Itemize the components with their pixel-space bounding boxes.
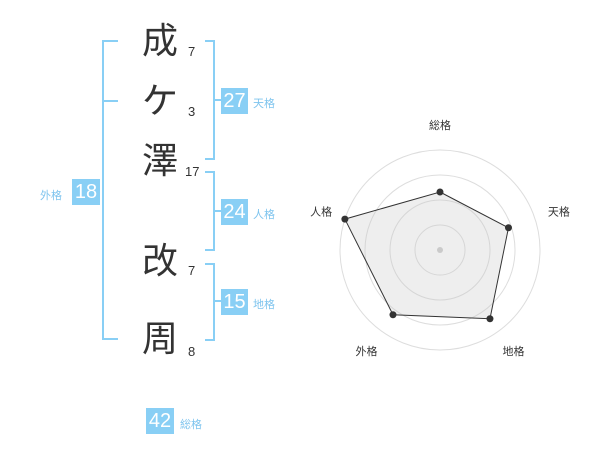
strokes-3: 17 (185, 164, 200, 179)
radar-point-3 (486, 315, 494, 323)
radar-ring (339, 149, 541, 351)
jinkaku-label: 人格 (253, 208, 275, 221)
strokes-2: 3 (188, 104, 196, 119)
gaikaku-label: 外格 (40, 189, 62, 202)
radar-ring (364, 174, 516, 326)
tenkaku-label: 天格 (253, 97, 275, 110)
tenkaku-value: 27 (221, 88, 248, 114)
chikaku-value: 15 (221, 289, 248, 315)
soukaku-value: 42 (146, 408, 174, 434)
strokes-5: 8 (188, 344, 196, 359)
radar-axis-label-4: 外格 (356, 344, 378, 358)
radar-polygon (344, 191, 510, 320)
radar-axis-label-1: 総格 (429, 118, 451, 132)
gaikaku-value: 18 (72, 179, 100, 205)
name-char-1: 成 (141, 21, 178, 62)
name-char-3: 澤 (141, 141, 178, 182)
radar-axis-label-2: 天格 (548, 204, 570, 218)
soukaku-label: 総格 (180, 418, 202, 431)
radar-center-dot (437, 247, 443, 253)
radar-ring (389, 199, 491, 301)
name-char-4: 改 (141, 241, 178, 282)
name-char-2: ケ (141, 81, 178, 122)
radar-axis-label-3: 地格 (502, 344, 524, 358)
radar-ring (414, 224, 466, 276)
strokes-1: 7 (188, 44, 196, 59)
radar-point-4 (389, 311, 397, 319)
name-char-5: 周 (141, 319, 178, 360)
chikaku-label: 地格 (253, 298, 275, 311)
jinkaku-value: 24 (221, 199, 248, 225)
radar-point-1 (436, 188, 444, 196)
radar-axis-label-5: 人格 (310, 204, 332, 218)
radar-point-2 (504, 224, 512, 232)
strokes-4: 7 (188, 263, 196, 278)
radar-point-5 (341, 215, 349, 223)
gaikaku-bracket (102, 40, 118, 340)
